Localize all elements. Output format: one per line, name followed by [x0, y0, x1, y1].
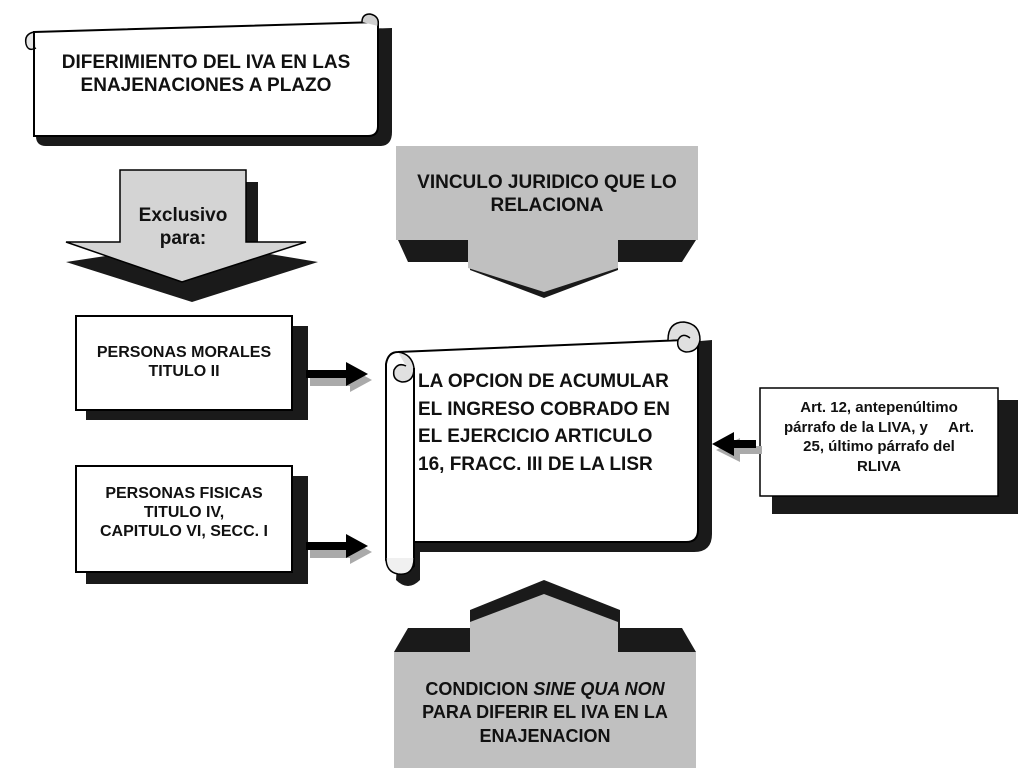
exclusivo-line-1: Exclusivo: [138, 205, 228, 226]
central-line-2: EL INGRESO COBRADO EN: [418, 398, 670, 420]
fisicas-line-1: PERSONAS FISICAS: [105, 485, 263, 502]
articulo-box: [759, 387, 1018, 514]
central-scroll-text: LA OPCION DE ACUMULAR EL INGRESO COBRADO…: [418, 368, 670, 478]
arrow-articulo-to-center: [712, 432, 762, 462]
title-line-1: DIFERIMIENTO DEL IVA EN LAS: [61, 52, 351, 73]
condicion-line-1: CONDICION SINE QUA NON: [394, 678, 696, 701]
articulo-line-3: 25, último párrafo del: [803, 438, 955, 455]
personas-morales-text: PERSONAS MORALES TITULO II: [76, 343, 292, 381]
title-scroll-text: DIFERIMIENTO DEL IVA EN LAS ENAJENACIONE…: [36, 52, 376, 98]
fisicas-line-2: TITULO IV,: [143, 504, 225, 522]
condicion-prefix: CONDICION: [425, 679, 534, 699]
articulo-line-2: párrafo de la LIVA, y Art.: [783, 418, 975, 436]
vinculo-down-arrow: [396, 146, 698, 298]
title-line-2: ENAJENACIONES A PLAZO: [80, 74, 332, 96]
title-scroll: [24, 13, 392, 146]
exclusivo-line-2: para:: [159, 227, 207, 249]
condicion-text: CONDICION SINE QUA NON PARA DIFERIR EL I…: [394, 678, 696, 748]
vinculo-line-1: VINCULO JURIDICO QUE LO: [417, 172, 677, 193]
vinculo-line-2: RELACIONA: [490, 194, 604, 216]
arrow-fisicas-to-center: [306, 534, 372, 564]
articulo-text: Art. 12, antepenúltimo párrafo de la LIV…: [760, 398, 998, 476]
central-scroll: [385, 321, 712, 586]
morales-line-2: TITULO II: [148, 363, 220, 381]
vinculo-text: VINCULO JURIDICO QUE LO RELACIONA: [396, 172, 698, 218]
central-line-1: LA OPCION DE ACUMULAR: [418, 371, 669, 392]
exclusivo-down-arrow: [65, 169, 318, 302]
personas-morales-box: [75, 315, 308, 420]
personas-fisicas-text: PERSONAS FISICAS TITULO IV, CAPITULO VI,…: [76, 484, 292, 542]
articulo-line-4: RLIVA: [857, 457, 901, 475]
articulo-line-1: Art. 12, antepenúltimo: [800, 399, 958, 416]
exclusivo-text: Exclusivo para:: [120, 205, 246, 251]
arrow-morales-to-center: [306, 362, 372, 392]
central-line-4: 16, FRACC. III DE LA LISR: [418, 453, 653, 475]
condicion-up-arrow: [394, 580, 696, 768]
condicion-line-3: ENAJENACION: [479, 725, 611, 746]
fisicas-line-3: CAPITULO VI, SECC. I: [99, 523, 268, 541]
condicion-line-2: PARA DIFERIR EL IVA EN LA: [422, 702, 668, 723]
personas-fisicas-box: [75, 465, 308, 584]
morales-line-1: PERSONAS MORALES: [96, 344, 272, 361]
central-line-3: EL EJERCICIO ARTICULO: [418, 426, 653, 448]
condicion-italic: SINE QUA NON: [533, 679, 665, 699]
